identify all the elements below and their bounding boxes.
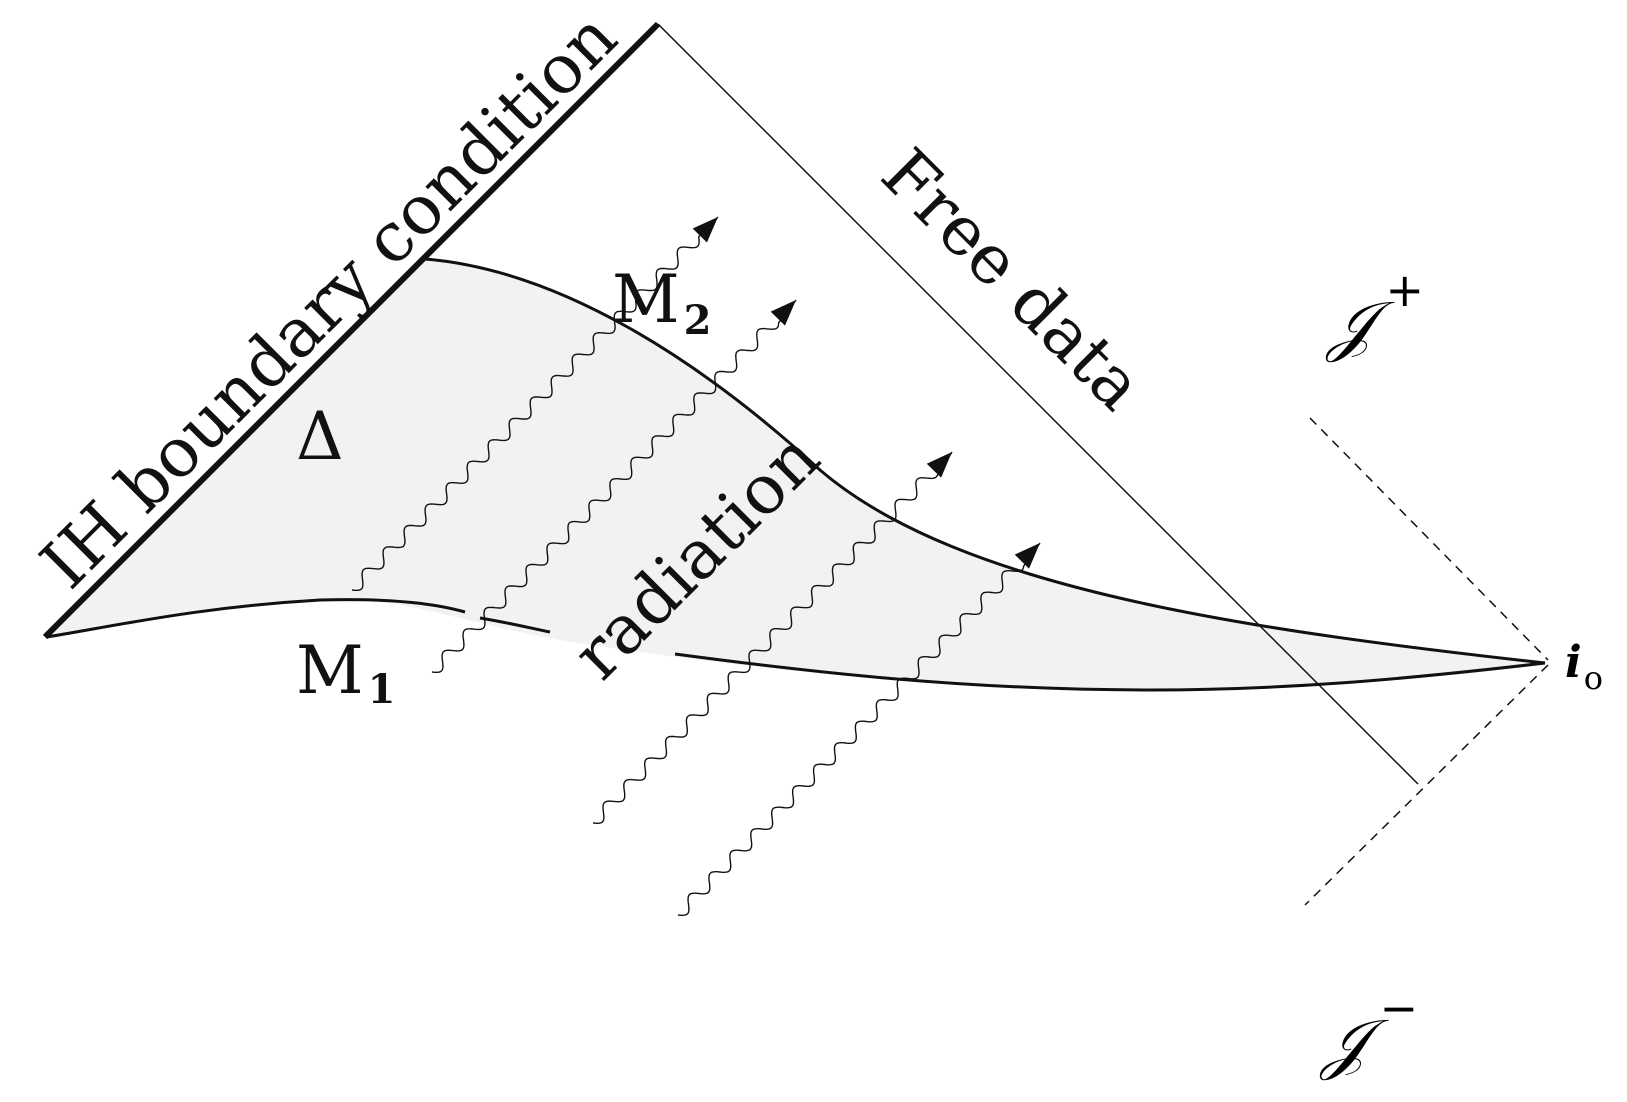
ih-boundary-line [42,21,661,640]
i0-symbol: i [1565,637,1582,688]
i0-label: io [1565,637,1603,697]
radiation-wave-2 [431,299,797,673]
radiation-arrows [351,216,1041,916]
radiation-arrowhead-2 [770,300,796,326]
slice-m1-mid [479,616,551,634]
scri-plus-dashed-line [1309,417,1549,661]
radiation-arrowhead-4 [1014,543,1040,569]
m2-subscript: 2 [684,297,712,344]
free-data-label: Free data [866,134,1158,426]
scri-minus-dashed-line [1304,664,1549,906]
radiation-wave-4 [677,542,1041,916]
radiation-arrowhead-3 [926,452,952,478]
radiation-wave-1 [351,216,719,591]
slice-m2 [424,257,1546,665]
scri-minus-symbol: 𝒥 [1319,1005,1389,1082]
m2-letter: M [612,261,680,338]
slice-m1-right [674,652,1546,692]
shaded-region [47,259,1545,690]
radiation-wave-3 [592,451,953,824]
scri-minus-label: 𝒥− [1319,981,1418,1082]
delta-label: Δ [296,398,344,475]
scri-minus-superscript: − [1380,981,1419,1035]
i0-subscript: o [1584,659,1603,697]
free-data-line [657,23,1419,785]
scri-plus-label: 𝒥+ [1325,263,1424,364]
scri-plus-superscript: + [1386,263,1425,317]
scri-plus-symbol: 𝒥 [1325,287,1395,364]
m1-letter: M [296,632,364,709]
m1-subscript: 1 [368,666,396,713]
slice-m1-left [46,598,466,639]
radiation-arrowhead-1 [692,217,718,243]
